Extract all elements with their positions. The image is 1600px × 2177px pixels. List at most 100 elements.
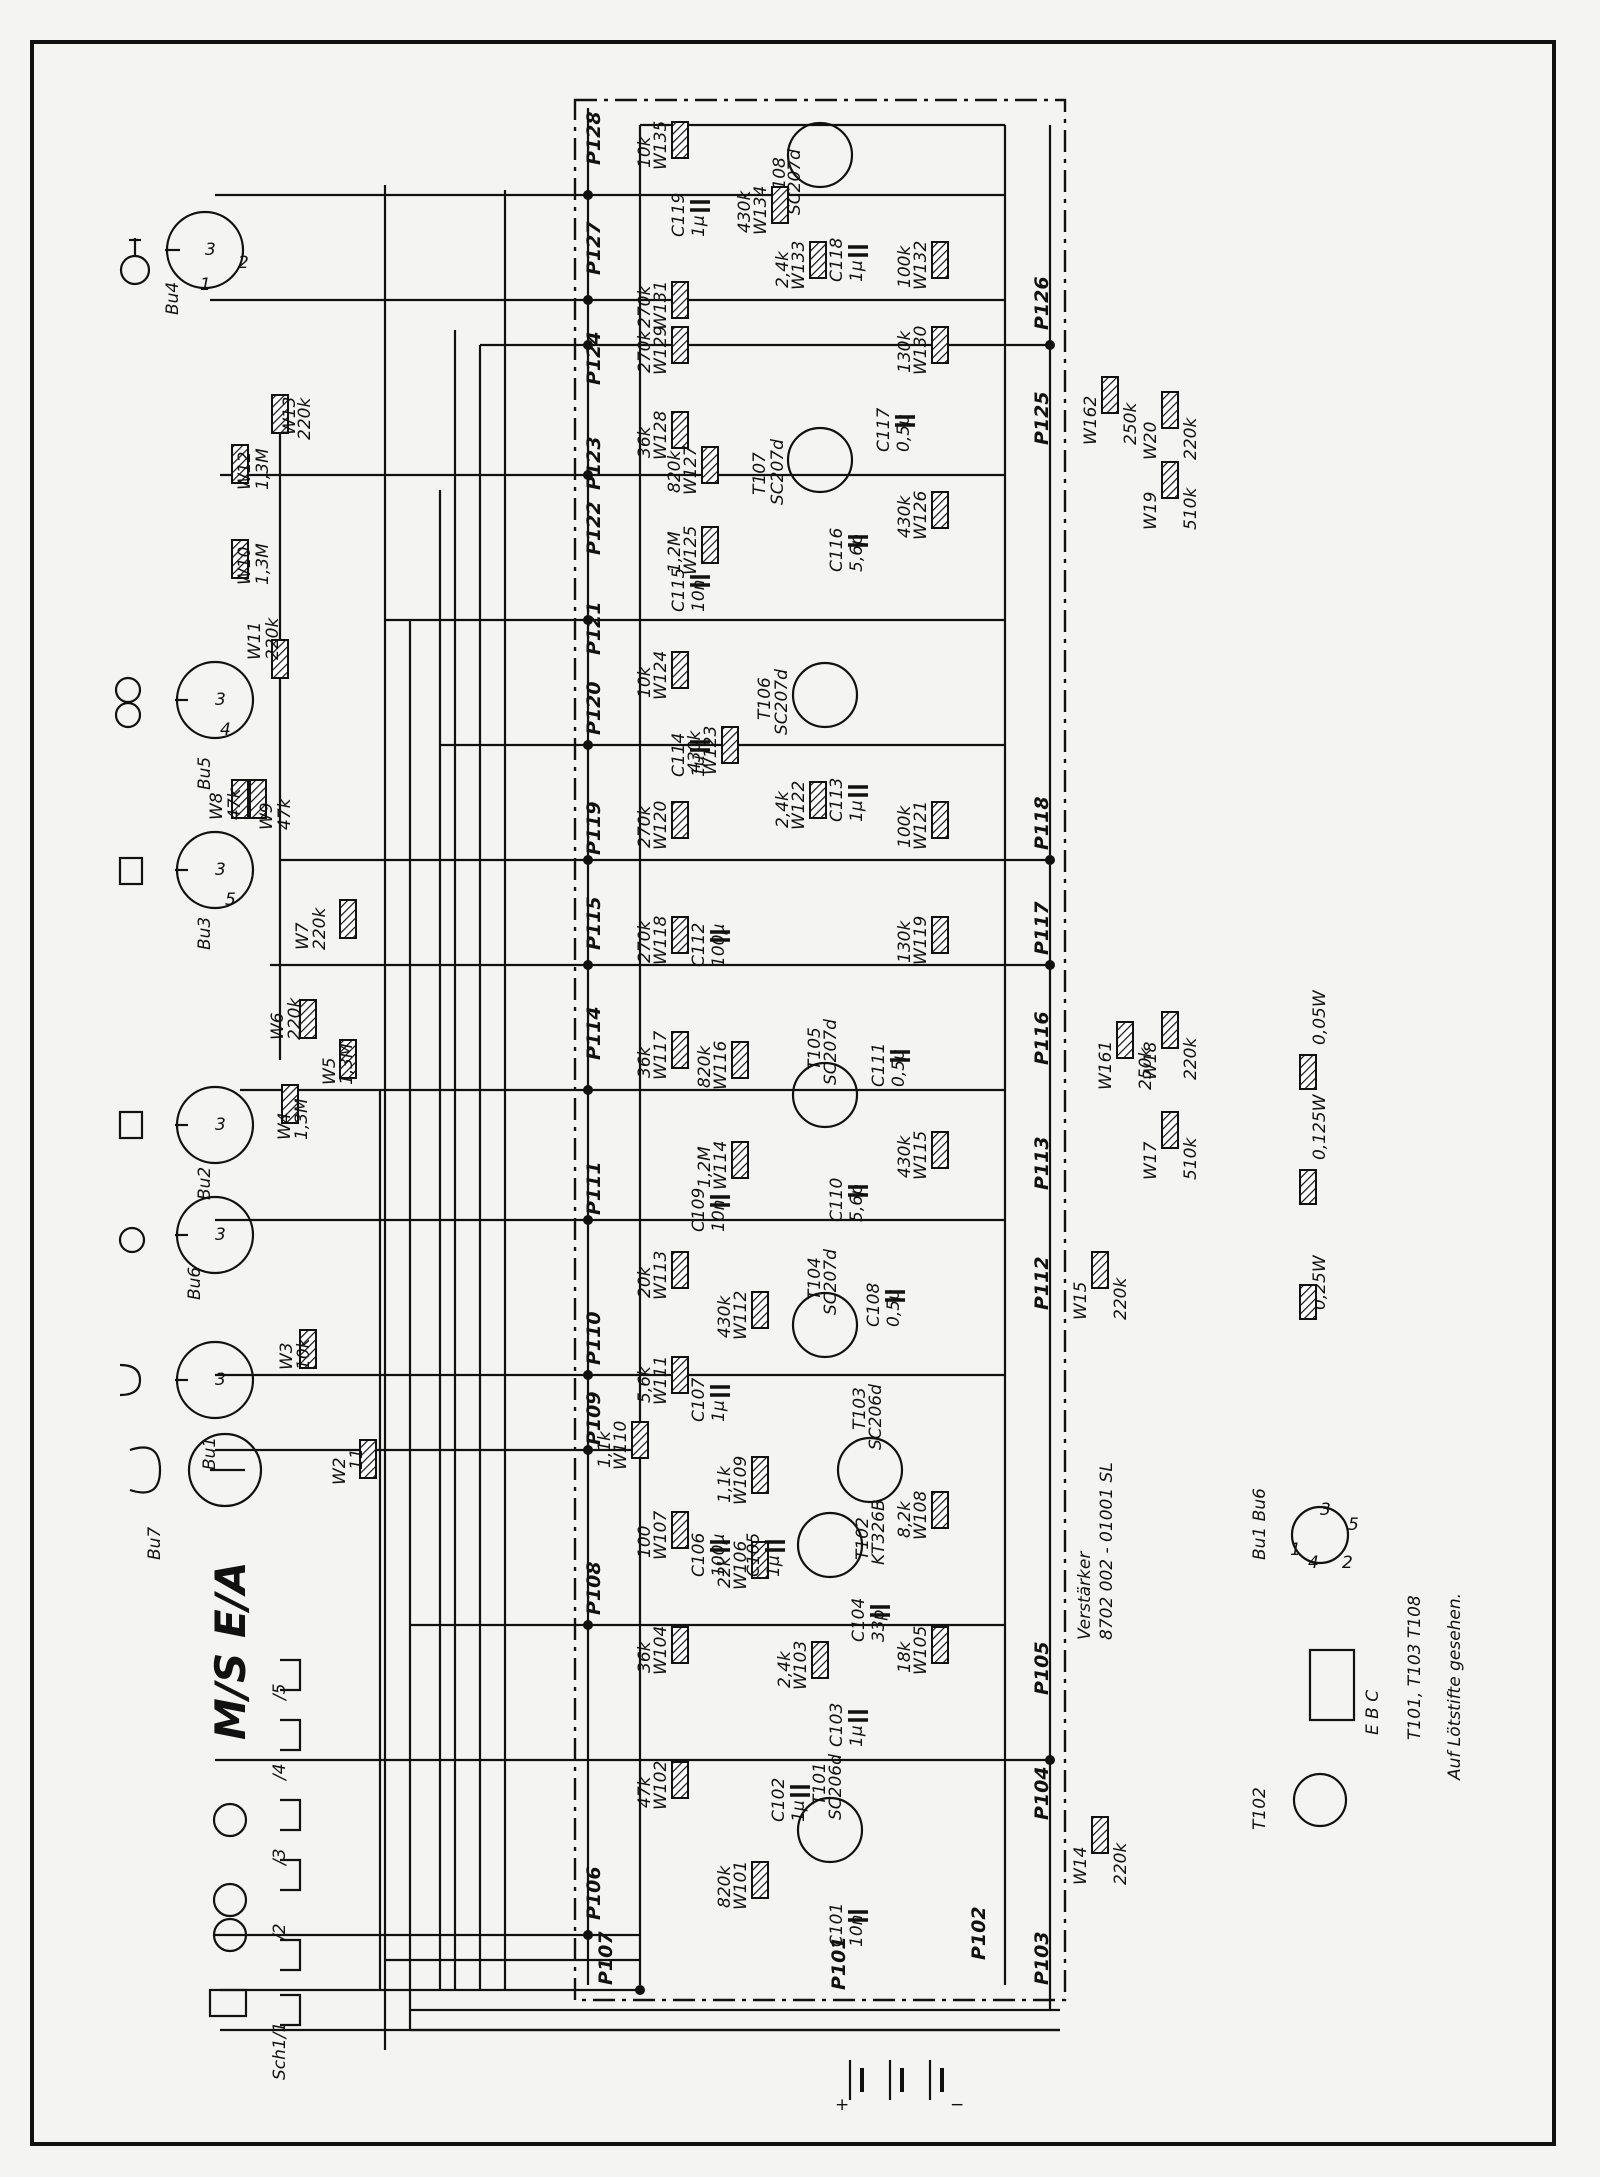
- svg-text:220k: 220k: [295, 397, 315, 440]
- svg-text:Auf Lötstifte gesehen.: Auf Lötstifte gesehen.: [1445, 1593, 1465, 1781]
- terminal-label: P120: [583, 681, 605, 735]
- capacitor-value: 1µ: [689, 215, 709, 237]
- svg-text:T105: T105: [805, 1027, 825, 1070]
- svg-text:W8: W8: [207, 792, 227, 820]
- potentiometer-ref: W18: [1141, 1041, 1161, 1080]
- svg-text:+: +: [835, 2095, 849, 2115]
- resistor-w119: [931, 916, 949, 954]
- resistor-w132: [931, 241, 949, 279]
- potentiometer-value: 220k: [1181, 417, 1201, 460]
- capacitor-ref: C118: [827, 237, 847, 282]
- svg-text:10k: 10k: [294, 1337, 314, 1370]
- resistor-ref: W111: [651, 1356, 671, 1405]
- resistor-value: 1,2M: [665, 531, 685, 573]
- resistor-value: 36k: [635, 1640, 655, 1673]
- svg-text:W12: W12: [235, 452, 255, 490]
- capacitor-value: 1µ: [789, 1800, 809, 1822]
- socket-bu5: 3 4 Bu5: [114, 660, 255, 790]
- pin-label: 1: [200, 275, 211, 295]
- resistor-value: 47k: [635, 1775, 655, 1808]
- svg-text:M/S E/A: M/S E/A: [206, 1561, 255, 1740]
- terminal-label: P109: [583, 1391, 605, 1445]
- svg-text:220k: 220k: [310, 907, 330, 950]
- resistor-value: 270k: [635, 285, 655, 328]
- resistor-w118: [671, 916, 689, 954]
- terminal-label: P105: [1031, 1641, 1053, 1695]
- resistor-w126: [931, 491, 949, 529]
- resistor-value: 10k: [635, 135, 655, 168]
- socket-label: Bu4: [163, 282, 183, 315]
- resistor-ref: W102: [651, 1761, 671, 1810]
- capacitor-value: 10n: [847, 1915, 867, 1947]
- resistor-w127: [701, 446, 719, 484]
- svg-text:T101, T103 T108: T101, T103 T108: [1405, 1595, 1425, 1740]
- resistor-ref: W114: [711, 1141, 731, 1190]
- svg-text:Sch1/1: Sch1/1: [270, 2022, 290, 2080]
- resistor-ref: W132: [911, 241, 931, 290]
- capacitor-value: 0,5µ: [894, 414, 914, 452]
- resistor-ref: W107: [651, 1511, 671, 1560]
- capacitor-value: 5,6p: [847, 1184, 867, 1222]
- svg-text:W2: W2: [330, 1457, 350, 1485]
- capacitor-ref: C117: [874, 407, 894, 452]
- pin-label: 5: [225, 890, 236, 910]
- pin-label: 3: [215, 690, 226, 710]
- resistor-ref: W122: [789, 781, 809, 830]
- capacitor-value: 100µ: [709, 1534, 729, 1577]
- resistor-value: 430k: [895, 495, 915, 538]
- resistor-w103: [811, 1641, 829, 1679]
- resistor-w117: [671, 1031, 689, 1069]
- potentiometer-w19: [1161, 461, 1179, 499]
- resistor-value: 10k: [635, 665, 655, 698]
- terminal-label: P101: [828, 1936, 850, 1990]
- resistor-value: 270k: [635, 805, 655, 848]
- resistor-w135: [671, 121, 689, 159]
- svg-text:T101: T101: [810, 1762, 830, 1805]
- resistor-ref: W131: [651, 281, 671, 330]
- capacitor-ref: C108: [864, 1282, 884, 1327]
- resistor-value: 430k: [715, 1295, 735, 1338]
- terminal-lines: [210, 193, 1050, 1937]
- resistor-value: 100k: [895, 245, 915, 288]
- svg-text:SC207d: SC207d: [772, 669, 792, 735]
- capacitor-value: 1µ: [847, 800, 867, 822]
- capacitor-ref: C115: [669, 568, 689, 612]
- capacitor-ref: C119: [669, 193, 689, 237]
- resistor-w131: [671, 281, 689, 319]
- resistor-ref: W133: [789, 241, 809, 290]
- resistor-value: 430k: [895, 1135, 915, 1178]
- svg-text:SC207d: SC207d: [785, 149, 805, 215]
- svg-text:2: 2: [1342, 1553, 1353, 1573]
- capacitor-value: 0,5µ: [884, 1289, 904, 1327]
- svg-text:T107: T107: [750, 452, 770, 495]
- resistor-w134: [771, 186, 789, 224]
- resistor-value: 2,4k: [773, 790, 793, 828]
- svg-text:/2: /2: [270, 1923, 290, 1942]
- resistor-value: 2,4k: [775, 1650, 795, 1688]
- capacitor-ref: C103: [827, 1703, 847, 1747]
- terminal-label: P123: [583, 436, 605, 490]
- resistor-w123: [721, 726, 739, 764]
- potentiometer-w20: [1161, 391, 1179, 429]
- socket-bu7: Bu7: [129, 1432, 263, 1560]
- socket-label: Bu5: [195, 757, 215, 790]
- potentiometer-value: 220k: [1111, 1277, 1131, 1320]
- pin-label: 4: [220, 720, 231, 740]
- terminal-label: P116: [1031, 1011, 1053, 1065]
- capacitor-ref: C105: [744, 1533, 764, 1577]
- resistor-ref: W113: [651, 1251, 671, 1300]
- potentiometer-w18: [1161, 1011, 1179, 1049]
- socket-bu6: 3 Bu6: [118, 1195, 255, 1300]
- potentiometer-ref: W20: [1141, 422, 1161, 460]
- pin-label: 3: [215, 1115, 226, 1135]
- svg-text:/3: /3: [270, 1848, 290, 1867]
- svg-text:W4: W4: [275, 1112, 295, 1140]
- terminal-labels: P128 P127 P124 P123 P122 P121 P120 P119 …: [583, 111, 617, 1985]
- terminal-label: P128: [583, 111, 605, 165]
- resistor-w113: [671, 1251, 689, 1289]
- transistors: T108 SC207d T107 SC207d T106 SC207d T105…: [750, 121, 904, 1864]
- potentiometer-w161: [1116, 1021, 1134, 1059]
- socket-label: Bu1: [200, 1437, 220, 1470]
- capacitor-ref: C116: [827, 527, 847, 572]
